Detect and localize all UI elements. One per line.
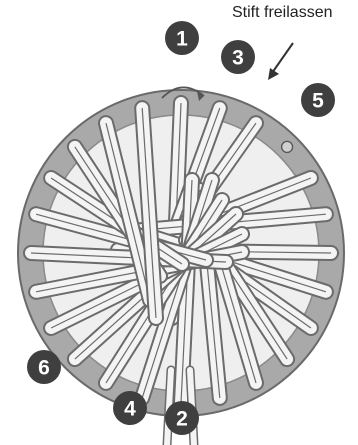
- step-2-marker: 2: [165, 401, 199, 435]
- marker-number: 1: [176, 28, 188, 51]
- step-6-marker: 6: [27, 350, 61, 384]
- step-1-marker: 1: [165, 21, 199, 55]
- loom-pin: [282, 141, 293, 152]
- marker-number: 6: [38, 357, 50, 380]
- marker-number: 4: [124, 398, 136, 421]
- annotation-label: Stift freilassen: [232, 4, 332, 22]
- marker-number: 3: [232, 47, 244, 70]
- step-4-marker: 4: [113, 391, 147, 425]
- step-5-marker: 5: [301, 83, 335, 117]
- pointer-arrow: [268, 43, 293, 80]
- marker-number: 2: [176, 408, 188, 431]
- marker-number: 5: [312, 90, 324, 113]
- step-3-marker: 3: [221, 40, 255, 74]
